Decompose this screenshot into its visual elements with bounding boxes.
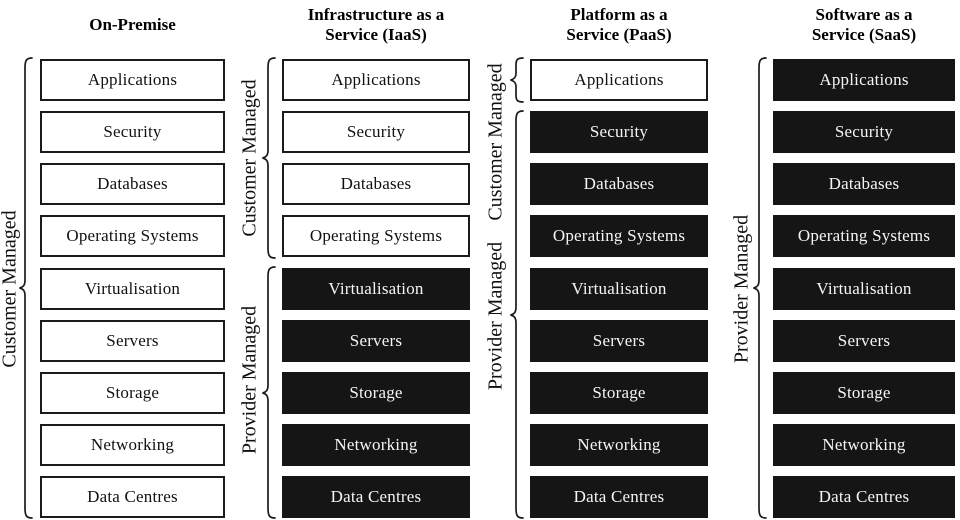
box-on-premise-servers: Servers: [40, 319, 225, 362]
column-header-iaas: Infrastructure as a Service (IaaS): [282, 2, 470, 48]
box-saas-data-centres: Data Centres: [773, 476, 955, 518]
provider-managed-brace-saas: [753, 57, 767, 519]
provider-managed-brace-paas: [510, 110, 524, 519]
box-on-premise-security: Security: [40, 111, 225, 154]
bracket-label-provider-managed-saas: Provider Managed: [730, 214, 753, 364]
box-saas-databases: Databases: [773, 163, 955, 206]
box-on-premise-databases: Databases: [40, 163, 225, 206]
header-line: Service (IaaS): [325, 25, 427, 44]
box-iaas-networking: Networking: [282, 423, 470, 466]
bracket-label-customer-managed-on-premise: Customer Managed: [0, 210, 21, 368]
header-line: Service (PaaS): [566, 25, 672, 44]
column-header-on-premise: On-Premise: [40, 2, 225, 48]
box-paas-servers: Servers: [530, 319, 708, 362]
bracket-label-customer-managed-paas: Customer Managed: [484, 63, 507, 221]
box-on-premise-data-centres: Data Centres: [40, 476, 225, 518]
box-paas-operating-systems: Operating Systems: [530, 215, 708, 258]
box-paas-databases: Databases: [530, 163, 708, 206]
box-saas-security: Security: [773, 111, 955, 154]
box-on-premise-applications: Applications: [40, 59, 225, 101]
column-paas-stack: Applications Security Databases Operatin…: [530, 59, 708, 518]
column-saas-stack: Applications Security Databases Operatin…: [773, 59, 955, 518]
box-saas-virtualisation: Virtualisation: [773, 267, 955, 310]
box-paas-security: Security: [530, 111, 708, 154]
bracket-label-provider-managed-iaas: Provider Managed: [238, 305, 261, 455]
column-on-premise-stack: Applications Security Databases Operatin…: [40, 59, 225, 518]
customer-managed-brace-on-premise: [19, 57, 33, 519]
bracket-label-provider-managed-paas: Provider Managed: [484, 241, 507, 391]
box-iaas-operating-systems: Operating Systems: [282, 215, 470, 258]
box-paas-virtualisation: Virtualisation: [530, 267, 708, 310]
box-saas-networking: Networking: [773, 423, 955, 466]
customer-managed-brace-iaas: [262, 57, 276, 259]
box-iaas-servers: Servers: [282, 319, 470, 362]
customer-managed-brace-paas: [510, 57, 524, 103]
box-paas-networking: Networking: [530, 423, 708, 466]
box-on-premise-storage: Storage: [40, 371, 225, 414]
box-paas-applications: Applications: [530, 59, 708, 101]
box-on-premise-networking: Networking: [40, 423, 225, 466]
header-line: Infrastructure as a: [307, 5, 445, 24]
header-line: Software as a: [815, 5, 913, 24]
provider-managed-brace-iaas: [262, 266, 276, 519]
box-iaas-data-centres: Data Centres: [282, 476, 470, 518]
box-saas-applications: Applications: [773, 59, 955, 101]
box-saas-servers: Servers: [773, 319, 955, 362]
column-header-saas: Software as a Service (SaaS): [773, 2, 955, 48]
box-iaas-security: Security: [282, 111, 470, 154]
box-iaas-databases: Databases: [282, 163, 470, 206]
box-paas-storage: Storage: [530, 371, 708, 414]
bracket-label-customer-managed-iaas: Customer Managed: [238, 79, 261, 237]
column-iaas-stack: Applications Security Databases Operatin…: [282, 59, 470, 518]
column-header-paas: Platform as a Service (PaaS): [530, 2, 708, 48]
box-iaas-storage: Storage: [282, 371, 470, 414]
header-line: On-Premise: [89, 15, 176, 34]
box-iaas-virtualisation: Virtualisation: [282, 267, 470, 310]
box-on-premise-virtualisation: Virtualisation: [40, 267, 225, 310]
box-paas-data-centres: Data Centres: [530, 476, 708, 518]
header-line: Platform as a: [570, 5, 668, 24]
box-on-premise-operating-systems: Operating Systems: [40, 215, 225, 258]
box-saas-storage: Storage: [773, 371, 955, 414]
header-line: Service (SaaS): [811, 25, 917, 44]
box-saas-operating-systems: Operating Systems: [773, 215, 955, 258]
box-iaas-applications: Applications: [282, 59, 470, 101]
